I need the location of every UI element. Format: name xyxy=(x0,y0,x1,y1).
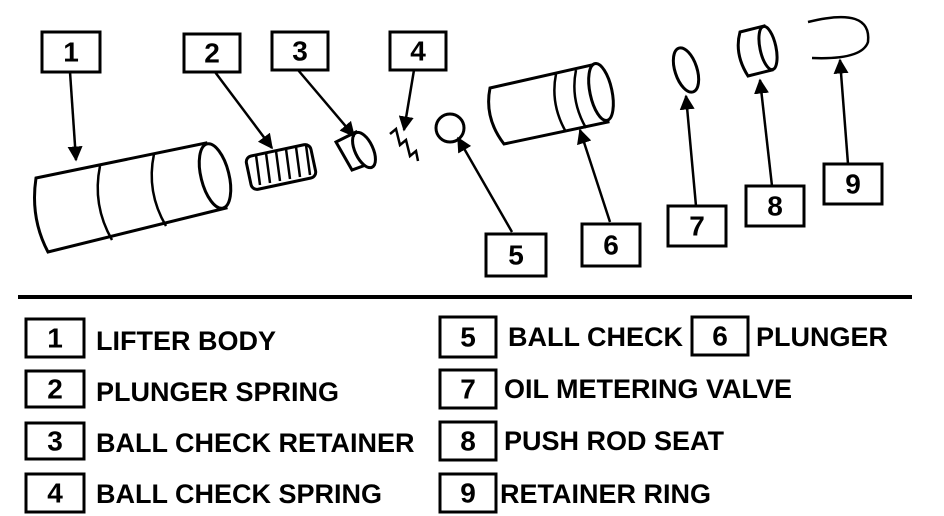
svg-text:8: 8 xyxy=(767,191,783,222)
leader-arrow-9 xyxy=(833,58,850,165)
svg-text:LIFTER BODY: LIFTER BODY xyxy=(96,326,276,356)
legend-item-plunger: 6 PLUNGER xyxy=(690,315,888,357)
svg-text:BALL CHECK: BALL CHECK xyxy=(508,322,684,352)
svg-text:4: 4 xyxy=(47,478,63,509)
svg-text:3: 3 xyxy=(47,426,63,457)
svg-text:6: 6 xyxy=(712,321,728,352)
leader-arrow-7 xyxy=(679,94,698,207)
svg-text:2: 2 xyxy=(204,38,220,69)
svg-text:1: 1 xyxy=(47,323,63,354)
svg-text:6: 6 xyxy=(603,230,619,261)
callout-4: 4 xyxy=(388,30,448,72)
svg-text:9: 9 xyxy=(845,169,861,200)
svg-text:8: 8 xyxy=(460,426,476,457)
svg-text:9: 9 xyxy=(460,478,476,509)
svg-text:PUSH ROD SEAT: PUSH ROD SEAT xyxy=(504,426,725,456)
callout-3: 3 xyxy=(270,30,330,72)
leader-arrow-6 xyxy=(577,128,612,223)
plunger-spring-part xyxy=(244,143,318,191)
svg-text:4: 4 xyxy=(410,36,426,67)
lifter-body-part xyxy=(33,141,233,254)
svg-text:BALL CHECK RETAINER: BALL CHECK RETAINER xyxy=(96,428,415,458)
callout-2: 2 xyxy=(182,32,242,74)
legend-item-lifter-body: 1 LIFTER BODY xyxy=(24,317,276,359)
svg-text:7: 7 xyxy=(460,374,476,405)
svg-text:5: 5 xyxy=(508,240,524,271)
svg-text:RETAINER RING: RETAINER RING xyxy=(500,479,711,509)
svg-text:5: 5 xyxy=(460,322,476,353)
retainer-ring-part xyxy=(807,15,870,60)
push-rod-seat-part xyxy=(736,24,779,78)
svg-text:3: 3 xyxy=(292,36,308,67)
svg-text:PLUNGER SPRING: PLUNGER SPRING xyxy=(96,377,339,407)
legend-item-retainer-ring: 9 RETAINER RING xyxy=(438,472,711,514)
leader-arrow-4 xyxy=(398,69,416,132)
legend: 1 LIFTER BODY 2 PLUNGER SPRING 3 BALL CH… xyxy=(24,315,888,514)
legend-item-ball-check: 5 BALL CHECK xyxy=(438,315,684,359)
callout-1: 1 xyxy=(40,30,102,74)
leader-arrow-2 xyxy=(211,67,273,150)
legend-item-plunger-spring: 2 PLUNGER SPRING xyxy=(24,369,339,409)
callout-9: 9 xyxy=(822,162,884,206)
callout-5: 5 xyxy=(484,232,548,278)
svg-text:2: 2 xyxy=(47,374,63,405)
ball-check-part xyxy=(434,112,466,144)
legend-item-push-rod-seat: 8 PUSH ROD SEAT xyxy=(438,420,725,462)
svg-text:BALL CHECK SPRING: BALL CHECK SPRING xyxy=(96,479,382,509)
svg-text:1: 1 xyxy=(63,37,79,68)
ball-check-spring-part xyxy=(389,126,420,162)
svg-text:OIL METERING VALVE: OIL METERING VALVE xyxy=(504,374,792,404)
svg-text:PLUNGER: PLUNGER xyxy=(756,322,888,352)
callout-7: 7 xyxy=(666,204,728,248)
callout-8: 8 xyxy=(744,184,806,228)
leader-arrow-5 xyxy=(456,136,514,233)
callout-6: 6 xyxy=(580,222,642,268)
leader-arrow-8 xyxy=(754,78,774,187)
leader-arrow-1 xyxy=(67,71,83,162)
legend-item-ball-check-spring: 4 BALL CHECK SPRING xyxy=(24,472,382,514)
legend-item-ball-check-retainer: 3 BALL CHECK RETAINER xyxy=(24,421,415,461)
svg-text:7: 7 xyxy=(689,211,705,242)
ball-check-retainer-part xyxy=(333,130,377,172)
leader-arrow-3 xyxy=(297,69,355,138)
oil-metering-valve-part xyxy=(671,46,701,94)
plunger-part xyxy=(487,62,615,146)
legend-item-oil-metering-valve: 7 OIL METERING VALVE xyxy=(438,368,792,410)
